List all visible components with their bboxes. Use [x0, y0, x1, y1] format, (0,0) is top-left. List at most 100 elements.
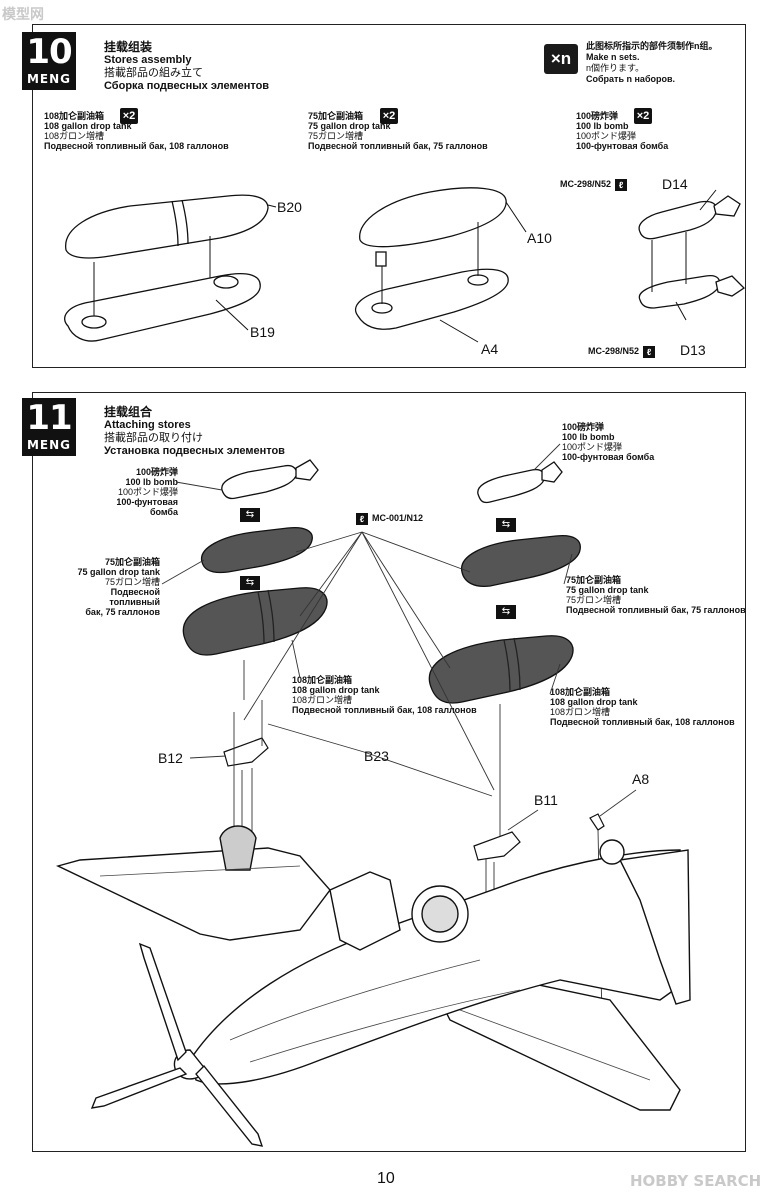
label-ja: 108ガロン増槽	[292, 695, 353, 705]
left-tank75-label: 75加仑副油箱 75 gallon drop tank 75ガロン増槽 Подв…	[58, 557, 160, 617]
step11-panel	[32, 392, 746, 1152]
part-b12: B12	[158, 750, 183, 766]
label-ja: 108ガロン増槽	[44, 131, 105, 141]
right-bomb	[477, 468, 546, 504]
label-en: 75 gallon drop tank	[308, 121, 391, 131]
step10-panel	[32, 24, 746, 368]
left-tank108	[182, 587, 328, 656]
label-ru: 100-фунтовая бомба	[576, 141, 669, 151]
part-d14: D14	[662, 176, 688, 192]
label-zh: 75加仑副油箱	[308, 111, 364, 121]
tank-75-lower-half	[355, 268, 509, 330]
right-tank75	[461, 534, 581, 588]
label-en: 100 lb bomb	[125, 477, 178, 487]
label-ru: Подвесной топливный бак, 108 галлонов	[550, 717, 735, 727]
left-wing	[56, 847, 331, 941]
step11-title-en: Attaching stores	[104, 419, 191, 431]
step10-badge: 10 MENG	[22, 32, 76, 90]
cockpit-canopy	[329, 871, 401, 951]
step10-title-en: Stores assembly	[104, 54, 192, 66]
label-en: 108 gallon drop tank	[550, 697, 638, 707]
step11-title-zh: 挂载组合	[104, 405, 153, 419]
make-n-sets-note: 此图标所指示的部件须制作n组。 Make n sets. n個作ります。 Соб…	[586, 41, 718, 85]
label-ja: 100ポンド爆弾	[117, 487, 178, 497]
label-zh: 100磅炸弹	[135, 467, 178, 477]
quantity-badge-108-tank: ×2	[120, 108, 138, 124]
tank-108-lower-half	[64, 273, 261, 342]
label-ja: 100ポンド爆弾	[562, 442, 623, 452]
label-ru: 100-фунтовая бомба	[562, 452, 655, 462]
label-zh: 75加仑副油箱	[566, 575, 622, 585]
propeller-blade	[195, 1064, 264, 1147]
note-en: Make n sets.	[586, 52, 640, 62]
step11-title-ja: 搭載部品の取り付け	[104, 432, 203, 444]
label-ja: 100ポンド爆弾	[576, 131, 637, 141]
label-ru: бак, 75 галлонов	[85, 607, 160, 617]
vertical-tail	[618, 849, 691, 1005]
part-d13: D13	[680, 342, 706, 358]
step11-title-ru: Установка подвесных элементов	[104, 445, 285, 457]
label-en: 75 gallon drop tank	[77, 567, 160, 577]
part-a4: A4	[481, 341, 499, 357]
left-tank75	[201, 526, 313, 574]
step10-assembly-drawing	[64, 187, 746, 343]
step11-number: 11	[26, 398, 72, 438]
label-ru: Подвесной топливный бак, 108 галлонов	[44, 141, 229, 151]
page-number: 10	[377, 1170, 395, 1187]
group-108-tank-label: 108加仑副油箱 108 gallon drop tank 108ガロン増槽 П…	[44, 111, 229, 151]
quantity-badge-100lb-bomb: ×2	[634, 108, 652, 124]
right-tank108-label: 108加仑副油箱 108 gallon drop tank 108ガロン増槽 П…	[550, 687, 735, 727]
swap-icon: ⇆	[496, 518, 516, 532]
left-bomb-label: 100磅炸弹 100 lb bomb 100ポンド爆弾 100-фунтовая…	[108, 467, 178, 517]
label-ru: Подвесной топливный бак, 75 галлонов	[308, 141, 488, 151]
part-a8-shape	[589, 813, 605, 831]
label-ja: 75ガロン増槽	[308, 131, 364, 141]
label-zh: 108加仑副油箱	[44, 111, 105, 121]
paint-code: MC-298/N52	[588, 346, 640, 356]
right-tank75-label: 75加仑副油箱 75 gallon drop tank 75ガロン増槽 Подв…	[566, 575, 746, 615]
label-en: 75 gallon drop tank	[566, 585, 649, 595]
part-b19: B19	[250, 324, 275, 340]
right-tank108	[428, 635, 574, 704]
note-ja: n個作ります。	[586, 63, 645, 73]
part-b11: B11	[534, 792, 558, 808]
tank-108-upper-half	[65, 194, 269, 259]
part-b20: B20	[277, 199, 302, 215]
label-zh: 108加仑副油箱	[292, 675, 353, 685]
label-ja: 108ガロン増槽	[550, 707, 611, 717]
step10-title-zh: 挂载组装	[104, 40, 153, 54]
paint-callout-step11: ℓ MC-001/N12	[356, 512, 423, 525]
label-zh: 108加仑副油箱	[550, 687, 611, 697]
label-ru: 100-фунтовая бомба	[116, 497, 178, 517]
step10-title-ru: Сборка подвесных элементов	[104, 80, 270, 92]
label-zh: 100磅炸弹	[576, 111, 619, 121]
pylon-b11	[473, 831, 521, 861]
group-75-tank-label: 75加仑副油箱 75 gallon drop tank 75ガロン増槽 Подв…	[308, 111, 488, 151]
swap-icon: ⇆	[240, 508, 260, 522]
tank-75-upper-half	[359, 187, 507, 248]
propeller-blade	[90, 1067, 188, 1109]
right-bomb-label: 100磅炸弹 100 lb bomb 100ポンド爆弾 100-фунтовая…	[562, 422, 654, 462]
label-ru: Подвесной топливный бак, 108 галлонов	[292, 705, 477, 715]
landing-gear-door	[219, 825, 257, 871]
label-en: 100 lb bomb	[562, 432, 615, 442]
paint-brush-icon: ℓ	[643, 345, 656, 358]
group-100lb-bomb-label: 100磅炸弹 100 lb bomb 100ポンド爆弾 100-фунтовая…	[576, 111, 668, 151]
step10-title-ja: 搭載部品の組み立て	[104, 67, 203, 79]
paint-code: MC-298/N52	[560, 179, 612, 189]
label-ja: 75ガロン増槽	[104, 577, 160, 587]
label-zh: 75加仑副油箱	[104, 557, 160, 567]
paint-brush-icon: ℓ	[356, 512, 368, 525]
paint-code: MC-001/N12	[372, 513, 424, 523]
tail-wheel	[599, 839, 625, 865]
left-bomb	[221, 464, 298, 500]
label-ru: Подвесной топливный бак, 75 галлонов	[566, 605, 746, 615]
step11-title: 挂载组合 Attaching stores 搭載部品の取り付け Установк…	[104, 405, 285, 458]
step10-title: 挂载组装 Stores assembly 搭載部品の組み立て Сборка по…	[104, 40, 269, 93]
note-ru: Собрать n наборов.	[586, 74, 676, 84]
label-en: 108 gallon drop tank	[292, 685, 380, 695]
part-b23: B23	[364, 748, 389, 764]
watermark-bottom: HOBBY SEARCH	[630, 1172, 762, 1190]
